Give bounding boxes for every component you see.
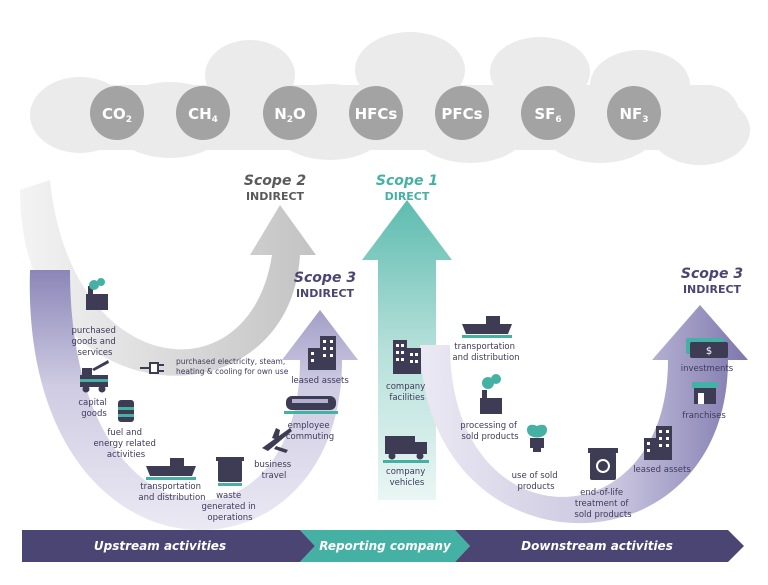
- scope2-electricity-label: purchased electricity, steam, heating & …: [176, 357, 289, 376]
- investments-label: investments: [681, 364, 734, 374]
- svg-text:DIRECT: DIRECT: [385, 190, 430, 203]
- scope2-arrow: [20, 180, 316, 376]
- scope3-downstream-arrow: [420, 305, 748, 524]
- business-travel-label: business travel: [254, 460, 294, 481]
- gas-sf6: SF6: [521, 86, 575, 140]
- fuel-energy-label: fuel and energy related activities: [93, 428, 158, 460]
- recycle-bin-icon: [588, 448, 618, 480]
- gas-pfcs: PFCs: [435, 86, 489, 140]
- scope3-upstream-label: Scope 3 INDIRECT: [294, 270, 356, 300]
- svg-text:CO2: CO2: [102, 105, 132, 125]
- svg-text:Scope 3: Scope 3: [294, 270, 356, 286]
- gas-ch4: CH4: [176, 86, 230, 140]
- upstream-activities-label: Upstream activities: [94, 539, 226, 553]
- svg-text:HFCs: HFCs: [355, 105, 398, 123]
- reporting-bar: [300, 530, 470, 562]
- transport-downstream-label: transportation and distribution: [452, 342, 519, 363]
- scope1-label: Scope 1 DIRECT: [376, 173, 438, 203]
- leased-building-downstream-icon: [644, 426, 672, 460]
- svg-text:PFCs: PFCs: [441, 105, 482, 123]
- gas-hfcs: HFCs: [349, 86, 403, 140]
- scope3-upstream-arrow: [29, 270, 358, 531]
- upstream-bar: [22, 530, 315, 562]
- scope3-downstream-label: Scope 3 INDIRECT: [681, 266, 743, 296]
- activities-bar: Upstream activities Reporting company Do…: [22, 530, 744, 562]
- leased-assets-upstream-label: leased assets: [291, 376, 349, 386]
- processing-factory-icon: [480, 374, 502, 414]
- company-vehicles-label: company vehicles: [386, 467, 428, 488]
- use-sold-products-label: use of sold products: [512, 471, 561, 492]
- svg-text:CH4: CH4: [188, 105, 218, 125]
- company-truck-icon: [383, 436, 429, 463]
- svg-text:N2O: N2O: [274, 105, 306, 125]
- purchased-goods-label: purchased goods and services: [71, 326, 118, 358]
- gas-co2: CO2: [90, 86, 144, 140]
- building-icon: [308, 336, 336, 370]
- svg-text:SF6: SF6: [534, 105, 561, 125]
- downstream-activities-label: Downstream activities: [521, 539, 673, 553]
- storefront-icon: [692, 382, 718, 404]
- processing-label: processing of sold products: [460, 421, 519, 442]
- svg-text:Scope 3: Scope 3: [681, 266, 743, 282]
- downstream-bar: [455, 530, 744, 562]
- end-of-life-label: end-of-life treatment of sold products: [574, 488, 632, 520]
- svg-text:NF3: NF3: [619, 105, 648, 125]
- capital-goods-label: capital goods: [78, 398, 109, 419]
- transport-upstream-label: transportation and distribution: [138, 482, 205, 503]
- waste-label: waste generated in operations: [201, 491, 258, 523]
- plug-icon: [140, 362, 164, 374]
- leased-assets-downstream-label: leased assets: [633, 465, 691, 475]
- fuel-barrel-icon: [118, 400, 134, 422]
- company-facilities-label: company facilities: [386, 382, 428, 403]
- cargo-ship-icon: [146, 458, 196, 480]
- franchises-label: franchises: [682, 411, 726, 421]
- crane-truck-icon: [80, 360, 109, 393]
- svg-text:$: $: [706, 346, 712, 357]
- gas-n2o: N2O: [263, 86, 317, 140]
- reporting-company-label: Reporting company: [319, 539, 452, 553]
- train-icon: [284, 396, 338, 414]
- airplane-icon: [262, 428, 292, 453]
- factory-icon: [86, 278, 108, 310]
- svg-text:INDIRECT: INDIRECT: [683, 283, 742, 296]
- company-facilities-icon: [393, 340, 421, 374]
- svg-text:INDIRECT: INDIRECT: [296, 287, 355, 300]
- svg-text:Scope 1: Scope 1: [376, 173, 438, 189]
- svg-text:Scope 2: Scope 2: [244, 173, 306, 189]
- employee-commuting-label: employee commuting: [286, 421, 334, 442]
- gas-nf3: NF3: [607, 86, 661, 140]
- waste-bin-icon: [216, 457, 244, 486]
- money-bills-icon: $: [686, 338, 728, 358]
- cargo-ship-downstream-icon: [462, 316, 512, 338]
- scope2-label: Scope 2 INDIRECT: [244, 173, 306, 203]
- light-bulb-icon: [527, 424, 547, 452]
- svg-text:INDIRECT: INDIRECT: [246, 190, 305, 203]
